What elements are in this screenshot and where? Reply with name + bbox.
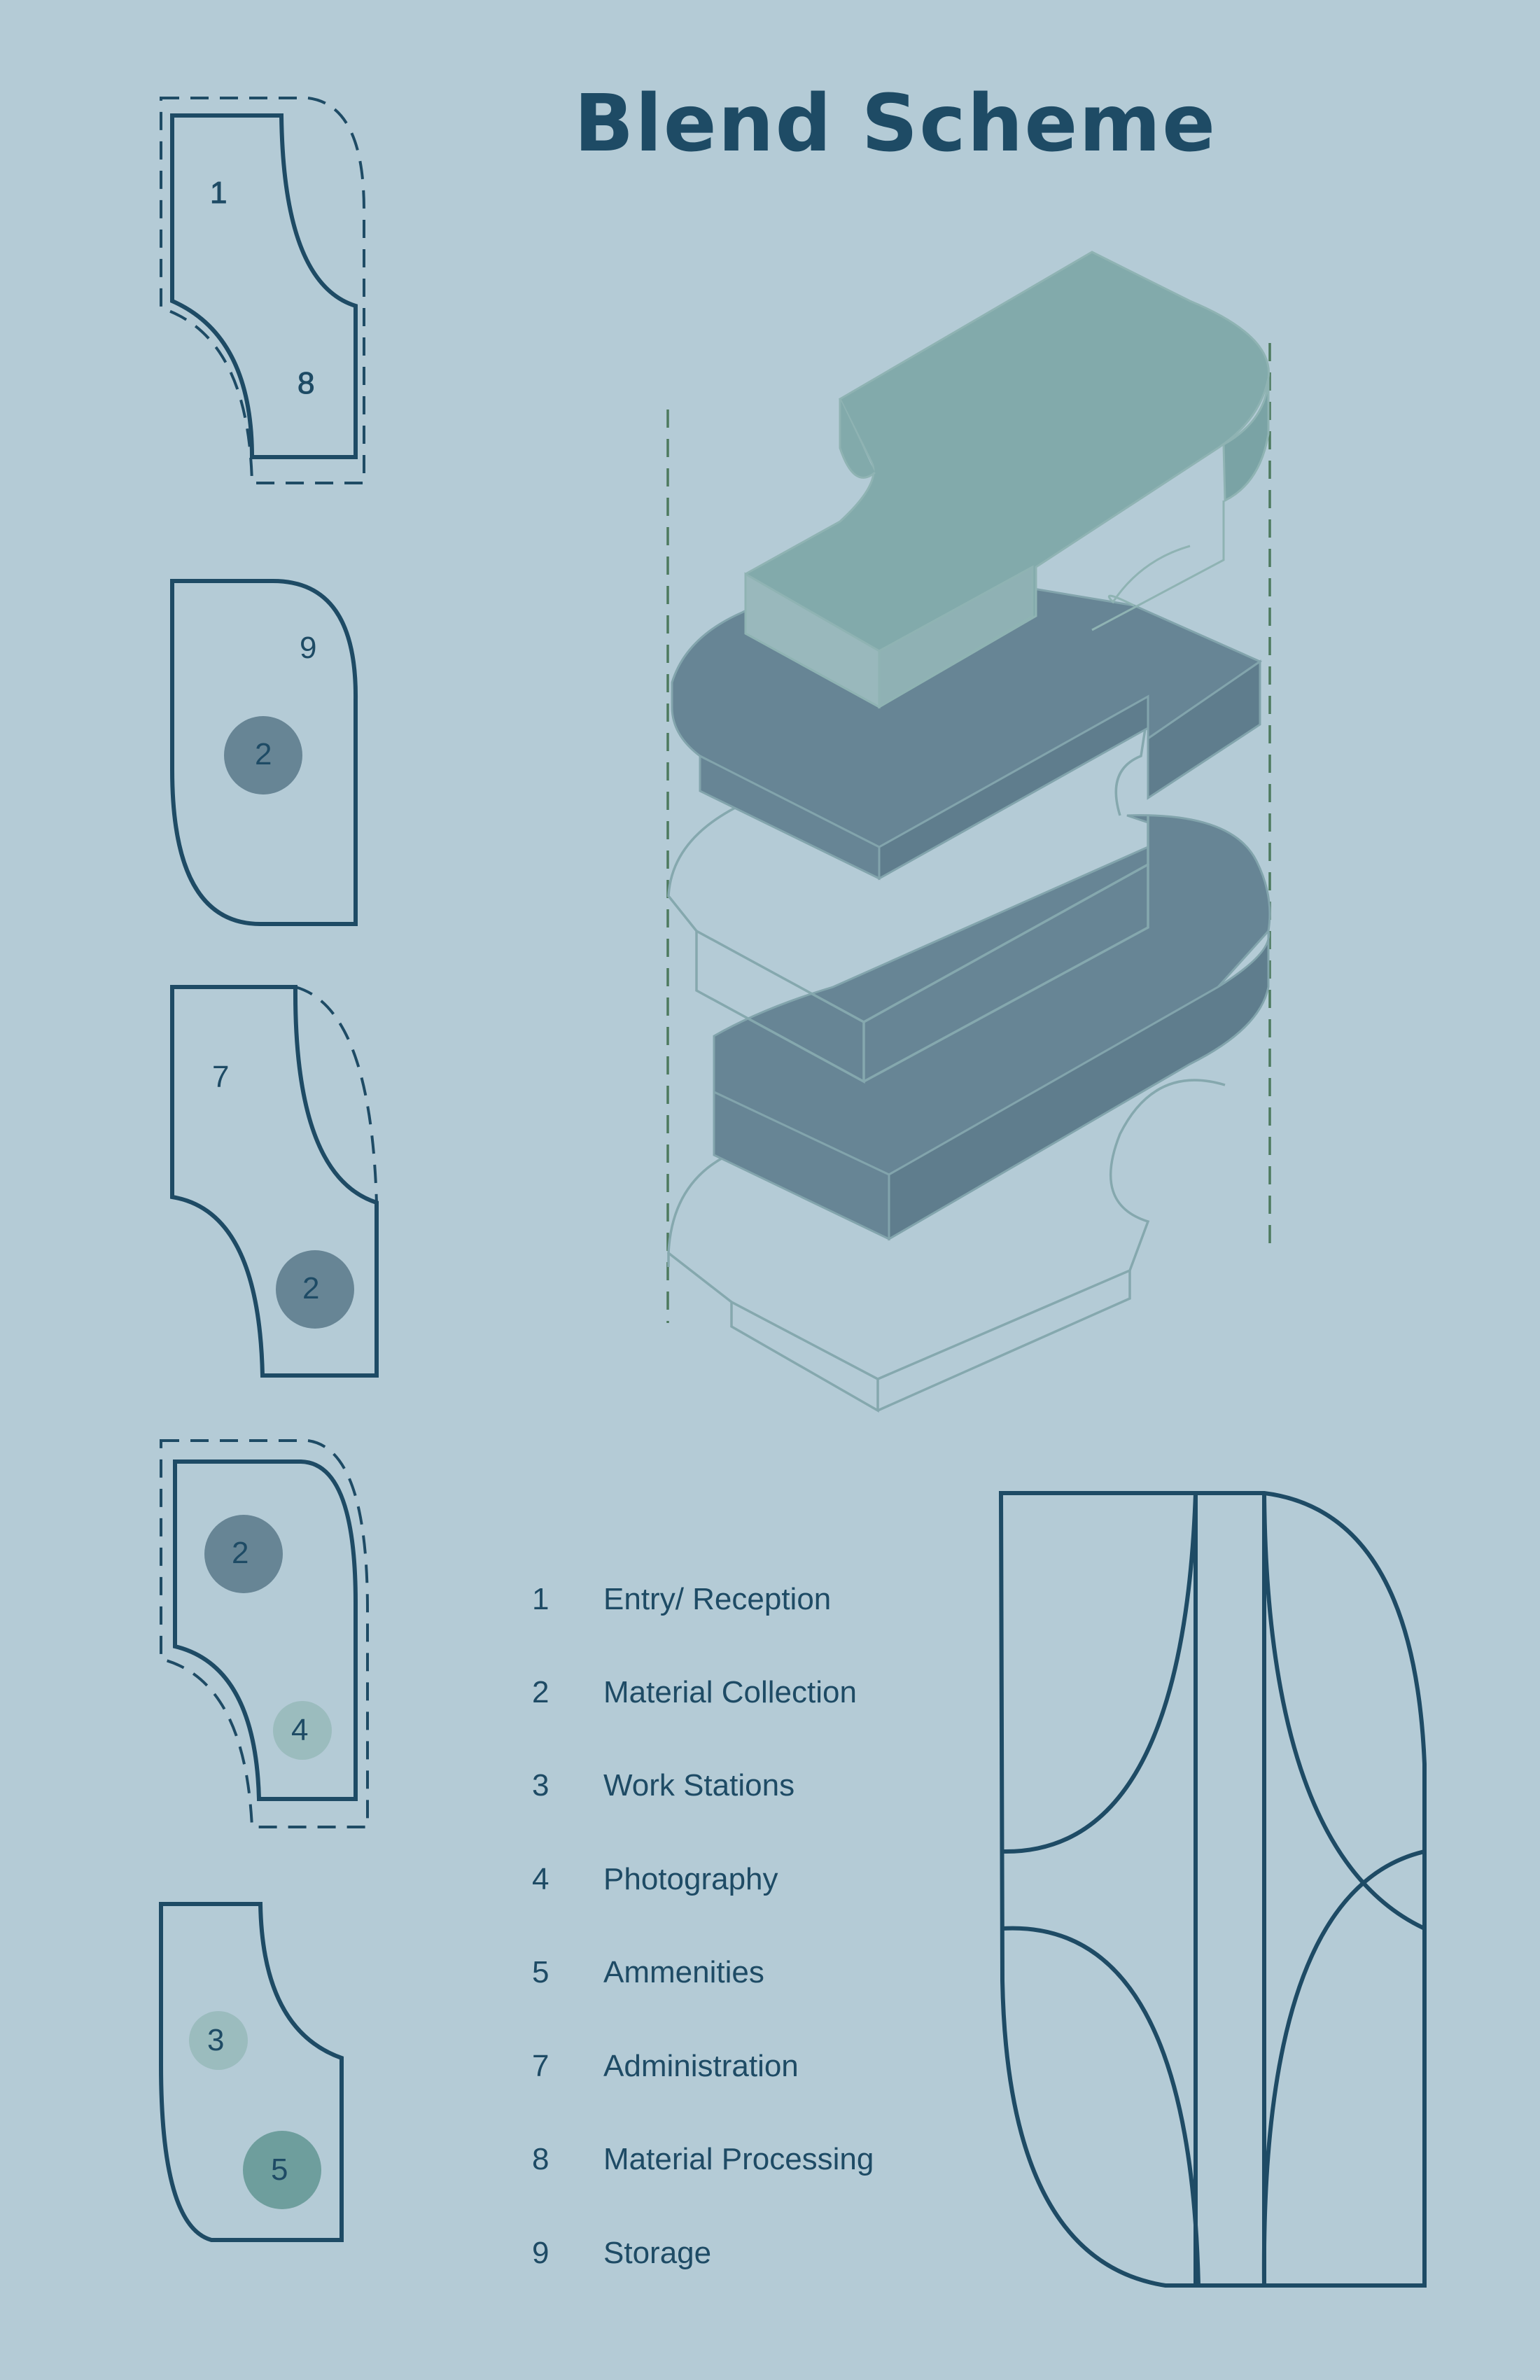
plan-2-storage-collection: 9 2 <box>170 579 358 926</box>
plan-5-label-b: 5 <box>271 2152 288 2187</box>
combined-plan-curve-right-lower <box>1261 1849 1425 2286</box>
legend-label: Work Stations <box>603 1768 795 1802</box>
plan-1-entry-processing: 1 8 <box>160 97 365 484</box>
legend-item: 4 Photography <box>532 1855 966 1904</box>
plan-3-label-a: 7 <box>212 1060 229 1094</box>
legend-label: Entry/ Reception <box>603 1582 832 1616</box>
legend-label: Photography <box>603 1862 778 1896</box>
plan-4-dashed-outline <box>160 1439 369 1828</box>
plan-2-label-b: 2 <box>255 737 272 771</box>
legend-label: Material Collection <box>603 1675 857 1709</box>
combined-plan-curve-left-upper <box>1002 1492 1198 1854</box>
legend-number: 2 <box>532 1675 550 1709</box>
space-legend: 1 Entry/ Reception 2 Material Collection… <box>532 1575 966 2296</box>
plan-4-label-b: 4 <box>291 1713 308 1747</box>
plan-5-outline <box>159 1902 344 2242</box>
plan-3-label-b: 2 <box>302 1271 319 1306</box>
legend-item: 8 Material Processing <box>532 2135 966 2184</box>
slab-level-5-teal <box>744 251 1270 709</box>
legend-label: Administration <box>603 2049 799 2083</box>
legend-number: 9 <box>532 2236 550 2270</box>
plan-4-collection-photo: 2 4 <box>160 1439 369 1828</box>
combined-plan-outline <box>998 1491 1427 2288</box>
plan-4-circle-4 <box>273 1701 332 1760</box>
plan-1-label-a: 1 <box>210 176 227 210</box>
legend-item: 2 Material Collection <box>532 1668 966 1717</box>
axonometric-stack <box>666 251 1271 1413</box>
plan-2-label-a: 9 <box>300 631 316 665</box>
page-title: Blend Scheme <box>574 78 1217 169</box>
plan-2-circle-2 <box>224 716 302 794</box>
plan-4-label-a: 2 <box>232 1536 248 1570</box>
legend-number: 3 <box>532 1768 550 1802</box>
legend-item: 1 Entry/ Reception <box>532 1575 966 1624</box>
combined-plan <box>998 1491 1427 2288</box>
plan-4-outline <box>173 1460 358 1801</box>
legend-number: 1 <box>532 1582 550 1616</box>
plan-5-workstations-amenities: 3 5 <box>159 1902 344 2242</box>
slab-level-3-outline <box>667 710 1149 1084</box>
legend-number: 4 <box>532 1862 550 1896</box>
slab-level-2-dark <box>713 814 1271 1241</box>
legend-item: 9 Storage <box>532 2229 966 2278</box>
legend-number: 7 <box>532 2049 550 2083</box>
plan-3-outline <box>170 985 379 1378</box>
plan-5-circle-5 <box>243 2131 321 2209</box>
plan-3-dashed-edge <box>295 986 378 1376</box>
legend-number: 8 <box>532 2142 550 2176</box>
legend-item: 5 Ammenities <box>532 1948 966 1997</box>
combined-plan-curve-left-lower <box>1002 1926 1200 2286</box>
plan-1-dashed-outline <box>160 97 365 484</box>
legend-label: Material Processing <box>603 2142 874 2176</box>
plan-1-outline <box>170 113 358 459</box>
slab-level-1-outline <box>667 1079 1226 1413</box>
plan-5-label-a: 3 <box>207 2023 224 2057</box>
legend-label: Ammenities <box>603 1955 764 1989</box>
legend-item: 3 Work Stations <box>532 1761 966 1810</box>
legend-label: Storage <box>603 2236 712 2270</box>
plan-2-outline <box>170 579 358 926</box>
legend-item: 7 Administration <box>532 2042 966 2091</box>
plan-1-label-b: 8 <box>298 366 314 400</box>
plan-3-admin-collection: 7 2 <box>170 985 379 1378</box>
combined-plan-curve-right-upper <box>1262 1492 1426 1931</box>
plan-3-circle-2 <box>276 1250 354 1329</box>
legend-number: 5 <box>532 1955 550 1989</box>
plan-5-circle-3 <box>189 2011 248 2070</box>
plan-4-circle-2 <box>204 1515 283 1593</box>
